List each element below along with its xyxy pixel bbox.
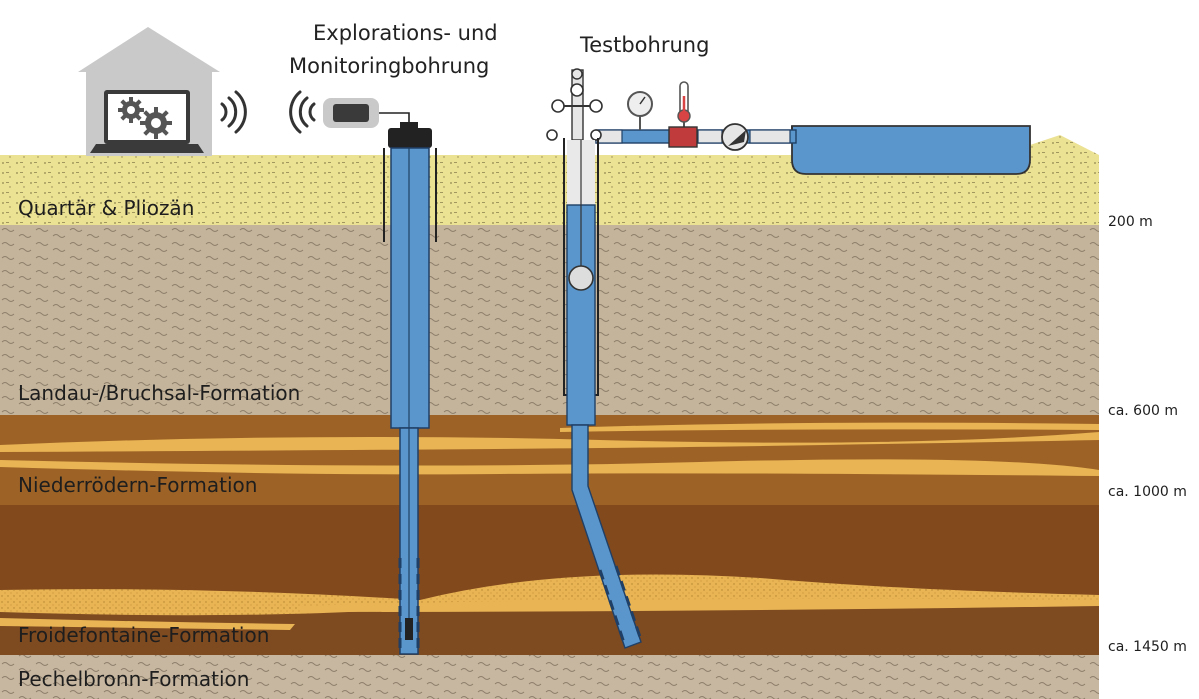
perforation [598, 569, 627, 647]
wireless-signal-icon [289, 90, 316, 134]
layer-landau-texture [0, 225, 1099, 415]
label-pechelbronn: Pechelbronn-Formation [18, 667, 249, 691]
sand-lens [560, 422, 1099, 432]
label-froidefontaine: Froidefontaine-Formation [18, 623, 269, 647]
label-quartar: Quartär & Pliozän [18, 196, 194, 220]
house-icon [78, 27, 220, 156]
perforation [614, 565, 643, 641]
sensor-device-icon [323, 98, 379, 128]
wireless-signal-icon [220, 90, 247, 134]
downhole-sensor [405, 618, 413, 640]
surface-pipe-segment [749, 129, 791, 144]
downhole-pump-icon [568, 265, 594, 291]
depth-labels: 200 m ca. 600 m ca. 1000 m ca. 1450 m [1108, 214, 1187, 655]
sand-lens [300, 598, 1099, 612]
sand-lens [0, 459, 1099, 476]
valve-icon [546, 83, 603, 141]
label-niederrodern: Niederrödern-Formation [18, 473, 257, 497]
label-landau: Landau-/Bruchsal-Formation [18, 381, 300, 405]
test-well: Testbohrung [546, 33, 1031, 649]
borehole-upper [390, 147, 430, 429]
depth-1000: ca. 1000 m [1108, 484, 1187, 500]
depth-600: ca. 600 m [1108, 403, 1178, 419]
wellhead-cap [388, 128, 432, 148]
flowmeter-icon [668, 126, 698, 148]
wellhead-top [400, 122, 418, 130]
layers [0, 135, 1099, 699]
title-exploration-line2: Monitoringbohrung [289, 54, 489, 78]
storage-tank-icon [791, 125, 1031, 175]
depth-200: 200 m [1108, 214, 1153, 230]
layer-pechelbronn-texture [0, 655, 1099, 699]
pressure-gauge-icon [627, 91, 653, 130]
sand-lens [0, 432, 1099, 452]
title-test: Testbohrung [579, 33, 709, 57]
layer-labels: Quartär & Pliozän Landau-/Bruchsal-Forma… [18, 196, 300, 691]
exploration-well: Explorations- und Monitoringbohrung [289, 21, 498, 655]
depth-1450: ca. 1450 m [1108, 639, 1187, 655]
surface-pipe-segment [697, 129, 723, 144]
wellhead-tree [546, 68, 603, 141]
sand-lens [0, 618, 295, 630]
borehole-deviated [571, 424, 642, 649]
thermometer-icon [677, 81, 691, 130]
gear-icon [118, 97, 172, 139]
pump-icon [721, 123, 749, 151]
title-exploration-line1: Explorations- und [313, 21, 498, 45]
